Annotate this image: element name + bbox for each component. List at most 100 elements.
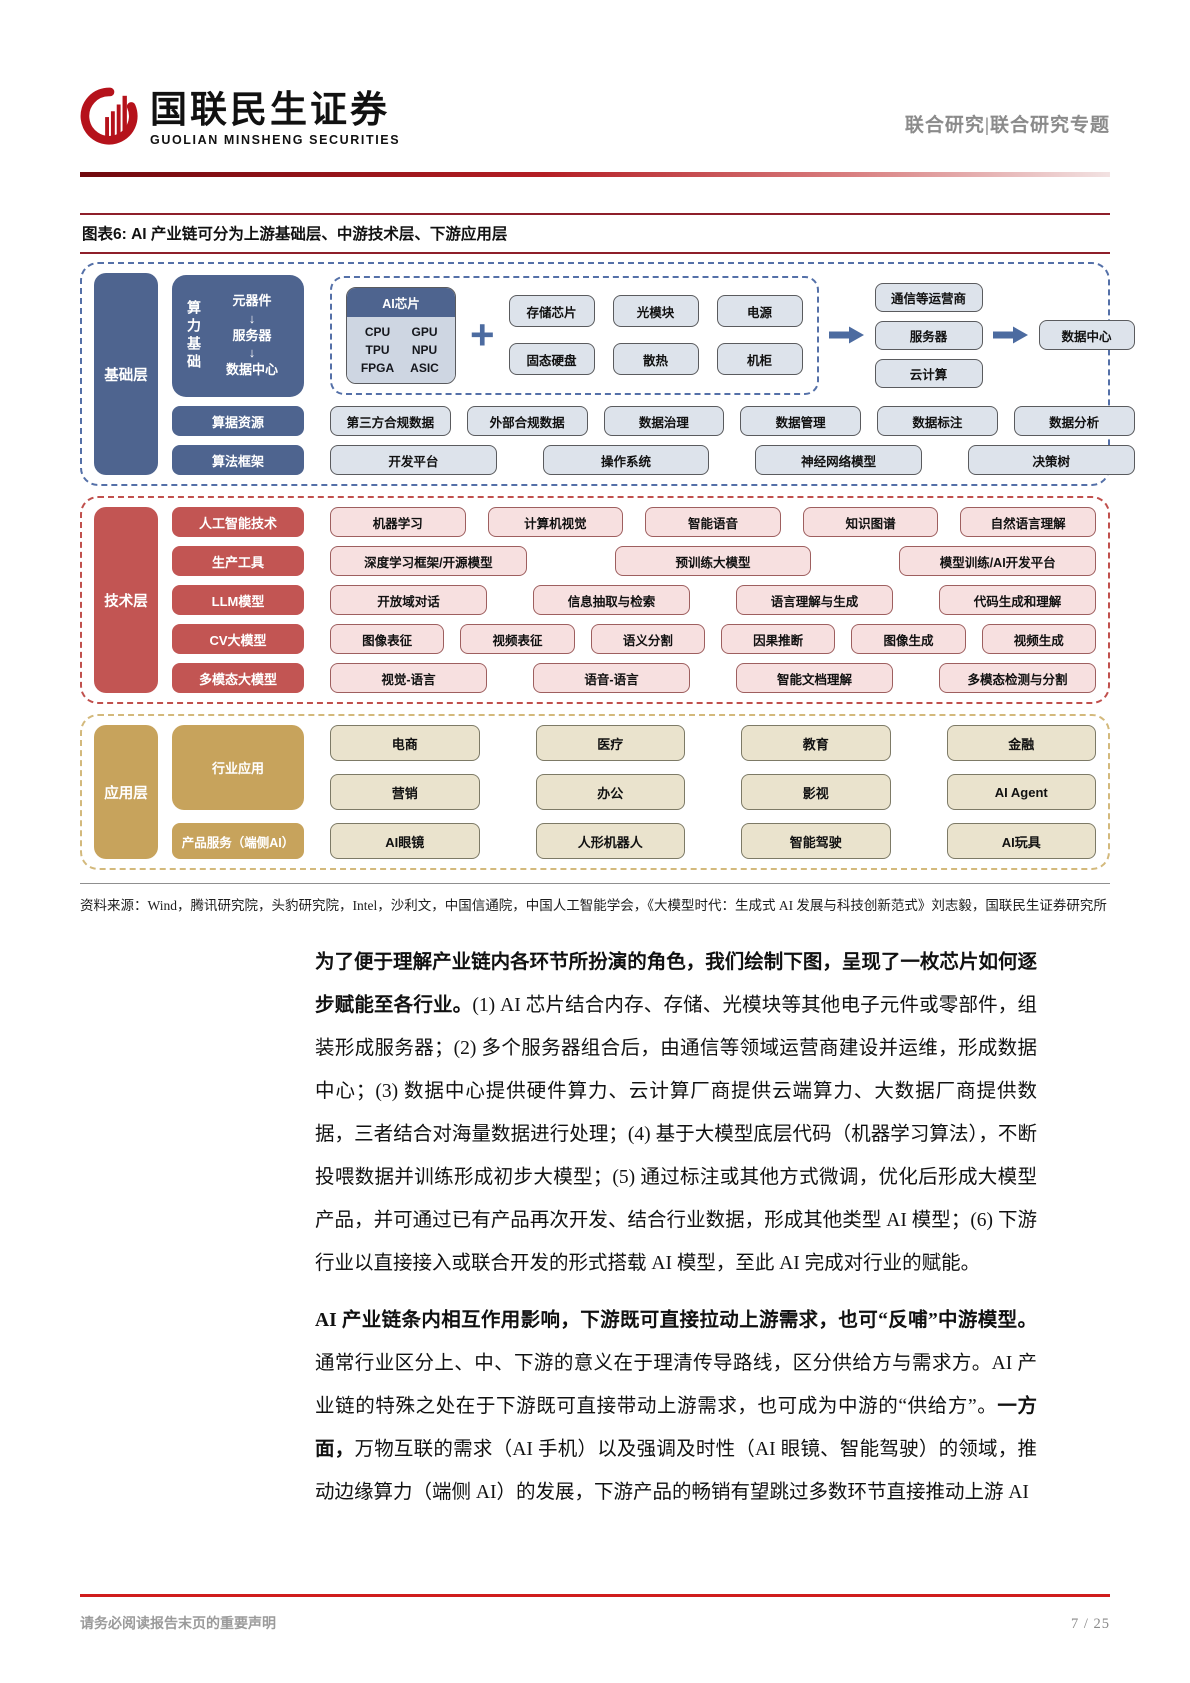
- diagram-box: 机器学习: [330, 507, 466, 537]
- product-service-label: 产品服务（端侧AI）: [172, 823, 304, 859]
- chain-step: 数据中心: [225, 362, 278, 378]
- figure-source-note: 资料来源：Wind，腾讯研究院，头豹研究院，Intel，沙利文，中国信通院，中国…: [80, 883, 1110, 919]
- chain-step: 服务器: [232, 327, 272, 343]
- paragraph-2: AI 产业链条内相互作用影响，下游既可直接拉动上游需求，也可“反哺”中游模型。通…: [315, 1299, 1037, 1514]
- diagram-box: 数据分析: [1013, 406, 1135, 436]
- diagram-box: 第三方合规数据: [330, 406, 451, 436]
- diagram-box: 语音-语言: [533, 663, 690, 693]
- diagram-box: 数据管理: [740, 406, 861, 436]
- paragraph-1-lead: 为了便于理解产业链内各环节所扮演的角色，我们绘制下图，呈现了一枚芯片如何逐步赋能…: [315, 952, 1037, 1017]
- diagram-box: 视频生成: [981, 624, 1096, 654]
- tech-layer-section: 技术层 人工智能技术 机器学习 计算机视觉 智能语音 知识图谱 自然语言理解 生…: [80, 496, 1110, 704]
- chip-type: GPU: [411, 324, 438, 339]
- chip-type: CPU: [364, 324, 391, 339]
- base-layer-section: 基础层 算力基础 元器件 ↓ 服务器 ↓ 数据中心: [80, 262, 1135, 486]
- diagram-box: 外部合规数据: [466, 406, 588, 436]
- diagram-box: 开发平台: [330, 445, 497, 475]
- diagram-box: 办公: [535, 774, 685, 810]
- header-divider: [80, 172, 1110, 177]
- diagram-box: 影视: [741, 774, 891, 810]
- app-layer-tab: 应用层: [94, 725, 158, 859]
- datacenter-box: 数据中心: [1038, 320, 1135, 350]
- base-layer-tab: 基础层: [94, 273, 158, 475]
- diagram-box: 神经网络模型: [755, 445, 922, 475]
- diagram-box: 智能文档理解: [736, 663, 893, 693]
- diagram-box: 视觉-语言: [330, 663, 487, 693]
- chip-type: NPU: [411, 342, 438, 357]
- production-tools-label: 生产工具: [172, 546, 304, 576]
- diagram-box: 视频表征: [460, 624, 575, 654]
- brand: 国联民生证券 GUOLIAN MINSHENG SECURITIES: [80, 84, 400, 154]
- brand-name-en: GUOLIAN MINSHENG SECURITIES: [150, 133, 401, 148]
- diagram-box: AI Agent: [946, 774, 1096, 810]
- body-text: 为了便于理解产业链内各环节所扮演的角色，我们绘制下图，呈现了一枚芯片如何逐步赋能…: [315, 941, 1037, 1514]
- diagram-box: 预训练大模型: [614, 546, 812, 576]
- diagram-box: 语言理解与生成: [736, 585, 893, 615]
- operator-box: 服务器: [874, 320, 983, 350]
- diagram-box: 电商: [330, 725, 480, 761]
- component-box: 存储芯片: [508, 295, 595, 327]
- diagram-box: 教育: [741, 725, 891, 761]
- diagram-box: 金融: [946, 725, 1096, 761]
- report-type-label: 联合研究|联合研究专题: [904, 115, 1110, 136]
- multimodal-model-label: 多模态大模型: [172, 663, 304, 693]
- algorithm-framework-label: 算法框架: [172, 445, 304, 475]
- brand-name-cn: 国联民生证券: [150, 88, 390, 130]
- diagram-box: 数据治理: [603, 406, 725, 436]
- component-box: 固态硬盘: [508, 343, 595, 375]
- diagram-box: 自然语言理解: [960, 507, 1096, 537]
- component-box: 光模块: [612, 295, 699, 327]
- paragraph-2-text: 通常行业区分上、中、下游的意义在于理清传导路线，区分供给方与需求方。AI 产业链…: [315, 1353, 1037, 1418]
- diagram-box: 深度学习框架/开源模型: [330, 546, 527, 576]
- paragraph-1-rest: (1) AI 芯片结合内存、存储、光模块等其他电子元件或零部件，组装形成服务器；…: [315, 995, 1037, 1275]
- paragraph-2-lead: AI 产业链条内相互作用影响，下游既可直接拉动上游需求，也可“反哺”中游模型。: [315, 1310, 1037, 1332]
- ai-industry-chain-diagram: 基础层 算力基础 元器件 ↓ 服务器 ↓ 数据中心: [80, 262, 1135, 870]
- diagram-box: 知识图谱: [802, 507, 939, 537]
- compute-foundation-box: 算力基础 元器件 ↓ 服务器 ↓ 数据中心: [172, 275, 304, 397]
- chip-type: FPGA: [360, 360, 395, 375]
- diagram-box: 语义分割: [590, 624, 705, 654]
- diagram-box: 模型训练/AI开发平台: [899, 546, 1097, 576]
- diagram-box: 代码生成和理解: [939, 585, 1096, 615]
- diagram-box: 营销: [330, 774, 480, 810]
- diagram-box: 信息抽取与检索: [533, 585, 690, 615]
- down-arrow-icon: ↓: [248, 310, 256, 326]
- right-arrow-icon: [828, 326, 864, 344]
- diagram-box: 决策树: [967, 445, 1135, 475]
- paragraph-1: 为了便于理解产业链内各环节所扮演的角色，我们绘制下图，呈现了一枚芯片如何逐步赋能…: [315, 941, 1037, 1285]
- cv-model-label: CV大模型: [172, 624, 304, 654]
- diagram-box: 智能语音: [645, 507, 781, 537]
- operator-box: 通信等运营商: [874, 282, 983, 312]
- diagram-box: 图像生成: [851, 624, 966, 654]
- data-resource-label: 算据资源: [172, 406, 304, 436]
- footer-disclaimer: 请务必阅读报告末页的重要声明: [80, 1617, 276, 1632]
- report-header: 国联民生证券 GUOLIAN MINSHENG SECURITIES 联合研究|…: [80, 0, 1110, 154]
- page-footer: 请务必阅读报告末页的重要声明 7 / 25: [80, 1594, 1110, 1633]
- chip-type: ASIC: [410, 360, 439, 375]
- paragraph-2-emphasis: 一方面，: [315, 1396, 1037, 1461]
- diagram-box: 医疗: [535, 725, 685, 761]
- component-box: 电源: [716, 295, 803, 327]
- paragraph-2-text-2: 万物互联的需求（AI 手机）以及强调及时性（AI 眼镜、智能驾驶）的领域，推动边…: [315, 1439, 1037, 1504]
- diagram-box: 操作系统: [542, 445, 710, 475]
- component-box: 机柜: [716, 343, 803, 375]
- compute-foundation-label: 算力基础: [186, 300, 202, 372]
- guolian-logo-icon: [80, 87, 138, 145]
- tech-layer-tab: 技术层: [94, 507, 158, 693]
- ai-chip-title: AI芯片: [347, 287, 455, 317]
- chip-type: TPU: [365, 342, 390, 357]
- chip-assembly-group: AI芯片 CPU GPU TPU NPU FPGA ASIC: [330, 275, 819, 395]
- operator-box: 云计算: [874, 358, 983, 388]
- diagram-box: 智能驾驶: [741, 823, 891, 859]
- down-arrow-icon: ↓: [248, 345, 256, 361]
- diagram-box: AI玩具: [946, 823, 1096, 859]
- diagram-box: AI眼镜: [330, 823, 480, 859]
- diagram-box: 数据标注: [877, 406, 998, 436]
- chain-step: 元器件: [232, 293, 272, 309]
- diagram-box: 图像表征: [330, 624, 445, 654]
- diagram-box: 多模态检测与分割: [939, 663, 1096, 693]
- diagram-box: 人形机器人: [535, 823, 685, 859]
- diagram-box: 计算机视觉: [487, 507, 624, 537]
- industry-app-label: 行业应用: [172, 725, 304, 810]
- diagram-box: 因果推断: [720, 624, 836, 654]
